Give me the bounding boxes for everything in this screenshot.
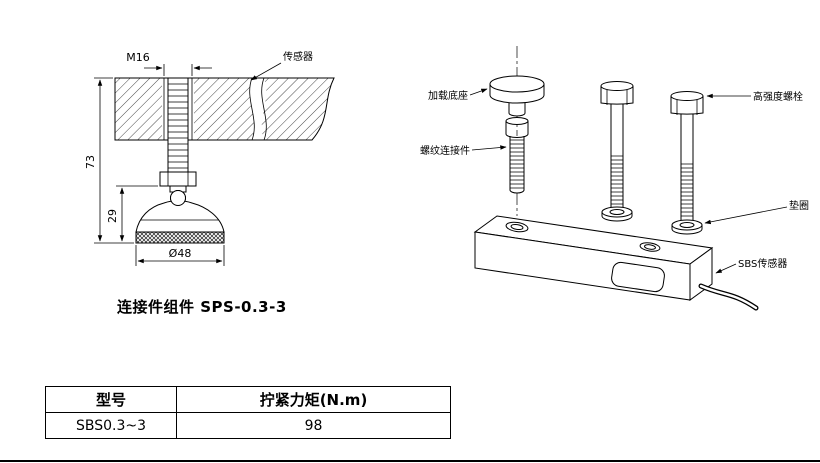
bolt-label: 高强度螺栓: [753, 90, 803, 103]
table-row: SBS0.3~3 98: [45, 412, 451, 439]
dim-height-label: 73: [84, 155, 97, 169]
table-header-torque: 拧紧力矩(N.m): [176, 386, 451, 413]
dim-diameter-label: Ø48: [169, 247, 192, 260]
right-exploded-drawing: 加载底座 螺纹连接件 高强度螺栓 垫圈 SBS传感器: [420, 46, 809, 311]
table-cell-torque: 98: [176, 412, 451, 439]
bolt-callout: 高强度螺栓: [706, 90, 803, 103]
threaded-connector-label: 螺纹连接件: [420, 144, 470, 157]
table-header-row: 型号 拧紧力矩(N.m): [45, 386, 451, 413]
threaded-stud-section: [159, 77, 197, 206]
thread-size-label: M16: [126, 51, 150, 64]
bolt-2: [670, 91, 704, 223]
sensor-callout: 传感器: [250, 50, 313, 81]
diameter-dimension: Ø48: [135, 245, 225, 266]
load-cell-body: [473, 215, 714, 301]
sensor-cable: [698, 283, 759, 311]
sensor-block-section: [114, 77, 335, 141]
loading-base-label: 加载底座: [428, 89, 468, 102]
washer-label: 垫圈: [789, 199, 809, 212]
washer-2: [671, 219, 703, 235]
threaded-connector-part: [505, 117, 529, 194]
left-assembly-drawing: M16 传感器 73 29: [84, 50, 335, 266]
height-dimension: 73: [84, 77, 134, 244]
threaded-connector-callout: 螺纹连接件: [420, 144, 507, 157]
sbs-sensor-callout: SBS传感器: [715, 257, 787, 274]
washer-callout: 垫圈: [704, 199, 809, 225]
left-drawing-caption: 连接件组件 SPS-0.3-3: [117, 298, 287, 316]
foot-height-dimension: 29: [106, 185, 158, 242]
torque-table: 型号 拧紧力矩(N.m) SBS0.3~3 98: [45, 386, 451, 439]
thread-dimension: M16: [126, 51, 212, 76]
sbs-sensor-label: SBS传感器: [738, 257, 787, 270]
sensor-label: 传感器: [283, 50, 313, 63]
loading-base-callout: 加载底座: [428, 88, 488, 102]
table-cell-model: SBS0.3~3: [45, 412, 177, 439]
washer-1: [601, 206, 633, 222]
page-bottom-rule: [0, 460, 820, 462]
bolt-1: [600, 81, 634, 210]
dim-foot-height-label: 29: [106, 209, 119, 223]
table-header-model: 型号: [45, 386, 177, 413]
loading-base-part: [489, 75, 545, 117]
mounting-foot-section: [135, 190, 225, 244]
